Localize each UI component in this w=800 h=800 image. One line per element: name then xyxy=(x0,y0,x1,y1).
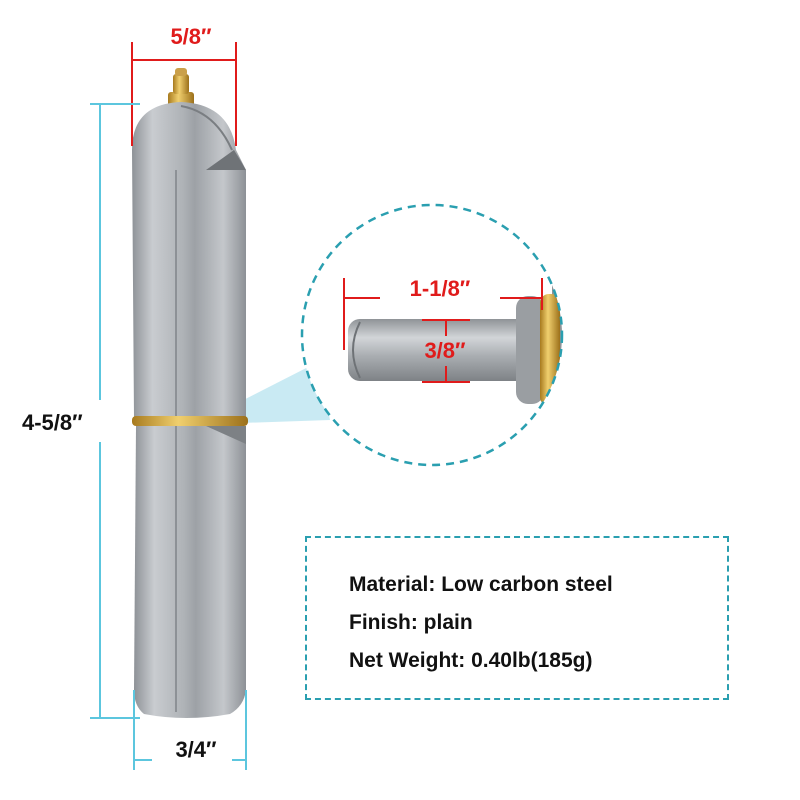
spec-net-weight: Net Weight: 0.40lb(185g) xyxy=(349,649,593,672)
dimension-bottom-width xyxy=(133,690,247,770)
spec-finish: Finish: plain xyxy=(349,611,473,634)
pin-washer xyxy=(540,294,560,406)
bottom-width-label: 3/4″ xyxy=(175,737,217,762)
dimension-overall-height xyxy=(90,103,140,719)
pin-diameter-label: 3/8″ xyxy=(424,338,466,363)
brass-washer xyxy=(132,416,248,426)
spec-material: Material: Low carbon steel xyxy=(349,573,613,596)
dimension-pin-length xyxy=(343,278,543,350)
pin-detail-callout xyxy=(300,203,564,467)
hinge-lower-barrel xyxy=(134,426,246,718)
dimension-top-diameter xyxy=(131,42,237,146)
hinge-upper-barrel xyxy=(132,102,246,418)
pin-length-label: 1-1/8″ xyxy=(409,276,471,301)
spec-box: Material: Low carbon steel Finish: plain… xyxy=(305,536,729,700)
dimension-pin-diameter xyxy=(422,319,470,383)
top-diameter-label: 5/8″ xyxy=(170,24,212,49)
hinge-pin xyxy=(348,296,544,404)
overall-height-label: 4-5/8″ xyxy=(22,410,83,435)
